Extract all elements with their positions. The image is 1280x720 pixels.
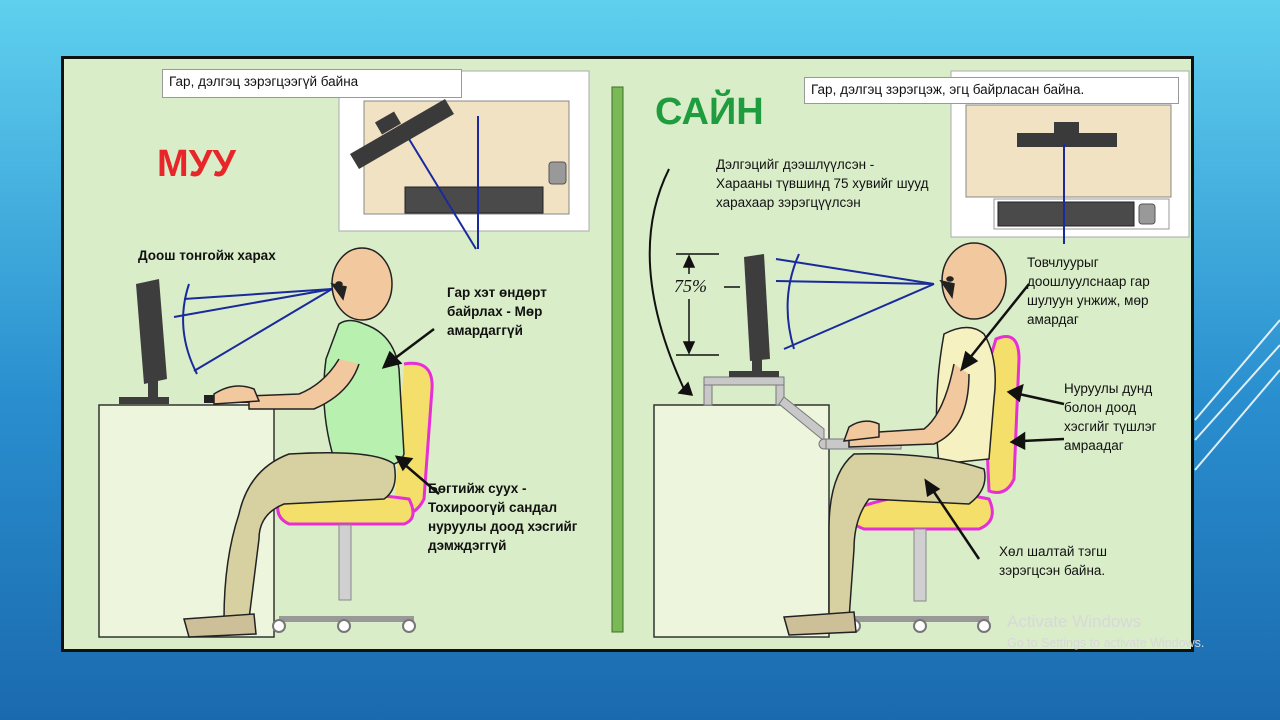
bad-monitor xyxy=(136,279,167,384)
ergonomics-poster: МУУ Гар, дэлгэц зэрэгцээгүй байна Доош т… xyxy=(61,56,1194,652)
good-keyboard-note: Товчлуурыг доошлуулснаар гар шулуун унжи… xyxy=(1027,255,1150,327)
good-person xyxy=(783,242,1007,636)
bad-hands-high-note: Гар хэт өндөрт байрлах - Мөр амардаггүй xyxy=(447,285,547,338)
eye-level-percent: 75% xyxy=(674,276,707,296)
good-top-monitor xyxy=(1017,133,1117,147)
bad-box-caption: Гар, дэлгэц зэрэгцээгүй байна xyxy=(162,69,462,98)
bad-title: МУУ xyxy=(157,143,236,185)
activate-windows-subtitle: Go to Settings to activate Windows. xyxy=(1007,636,1205,650)
good-title: САЙН xyxy=(655,91,764,133)
good-legs-note: Хөл шалтай тэгш зэрэгцсэн байна. xyxy=(999,544,1108,578)
bad-top-monitor xyxy=(350,99,454,169)
poster-illustration xyxy=(98,70,1190,638)
bad-chair xyxy=(272,361,434,633)
bad-person xyxy=(183,247,405,638)
good-box-caption: Гар, дэлгэц зэрэгцэж, эгц байрласан байн… xyxy=(804,77,1179,104)
activate-windows-title: Activate Windows xyxy=(1007,612,1142,631)
good-monitor xyxy=(744,254,770,361)
panel-divider xyxy=(611,86,624,633)
good-top-keyboard xyxy=(997,201,1135,227)
good-monitor-note: Дэлгэцийг дээшлүүлсэн - Хараaны түвшинд … xyxy=(716,157,929,210)
bad-slouch-note: Бөгтийж суух - Тохироогүй сандал нуруулы… xyxy=(428,481,578,553)
good-desk xyxy=(653,404,830,638)
bad-look-down-note: Доош тонгойж харах xyxy=(138,248,276,263)
bad-top-keyboard xyxy=(404,186,544,214)
good-back-note: Нуруулы дунд болон доод хэсгийг түшлэг а… xyxy=(1064,381,1157,453)
